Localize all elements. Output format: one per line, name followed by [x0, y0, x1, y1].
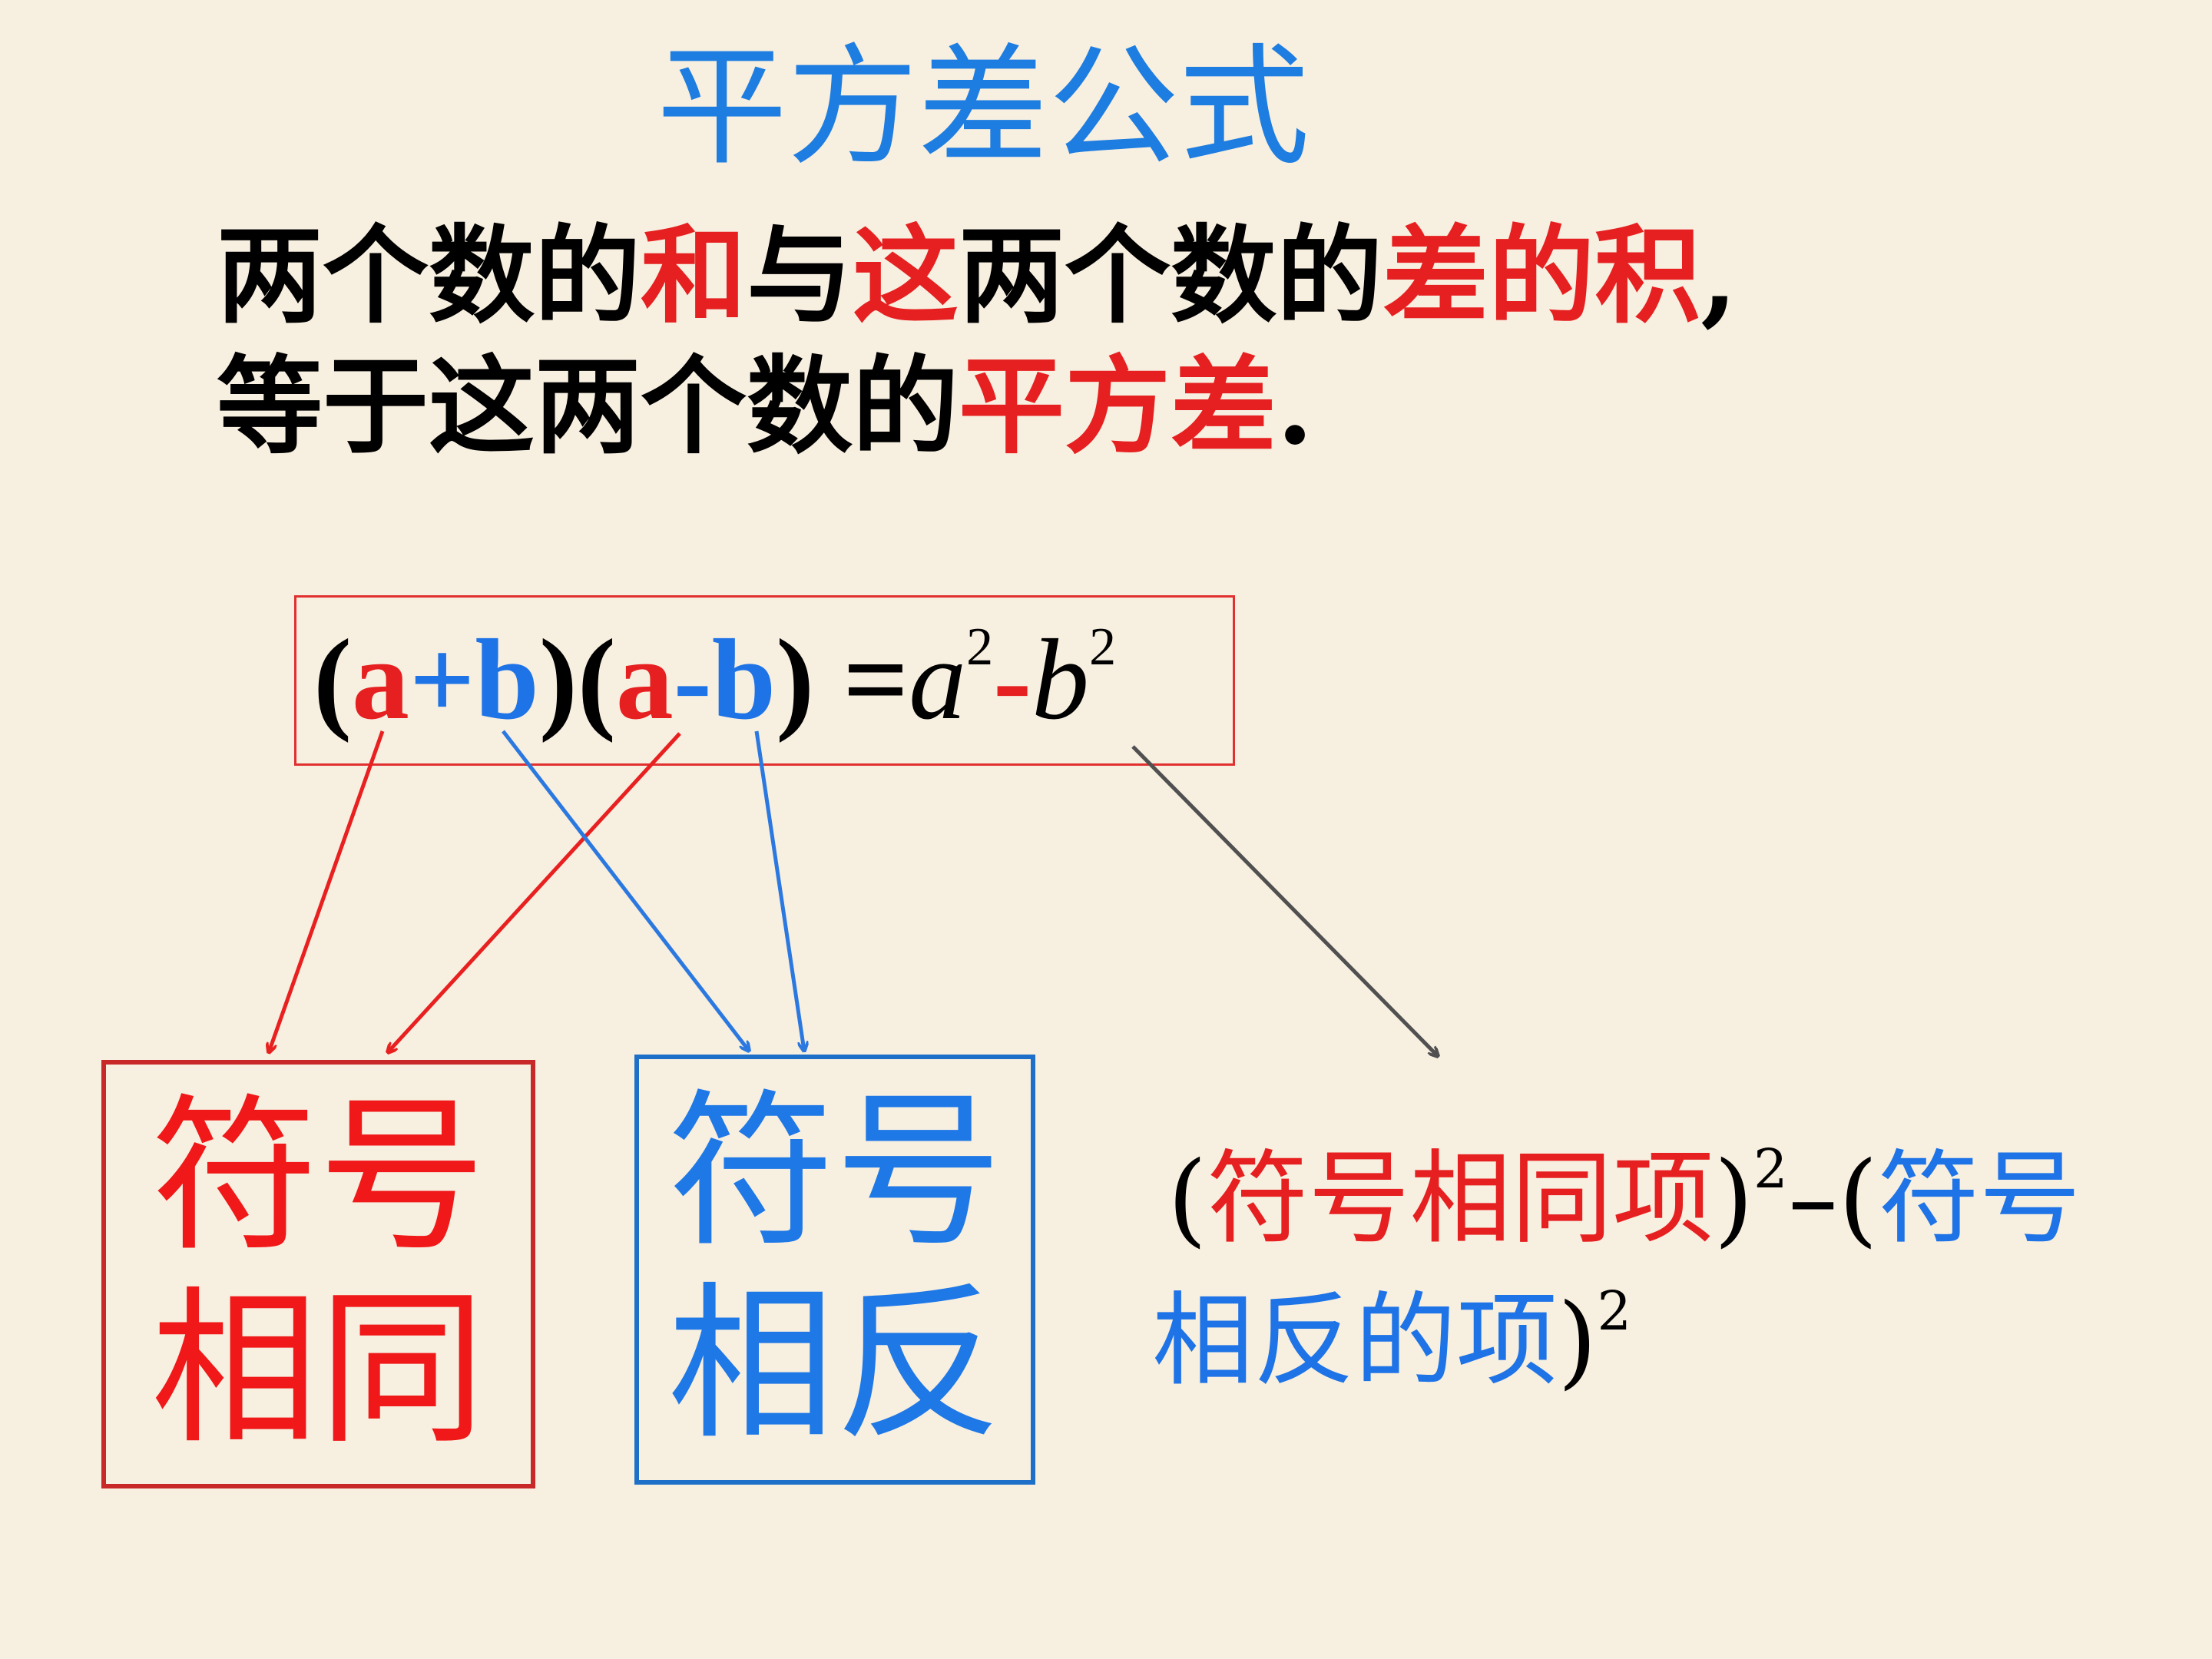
def-seg-these: 这 — [853, 213, 959, 338]
box-opp-line1: 符号 — [667, 1075, 1002, 1270]
arrow-a1-to-same — [269, 730, 385, 1052]
def-seg: 两个数的 — [959, 213, 1383, 338]
term-a: a — [615, 616, 674, 743]
term-opp-part2: 相反的项 — [1152, 1282, 1558, 1400]
plus-sign: + — [409, 616, 475, 743]
term-same: 符号相同项 — [1207, 1140, 1714, 1258]
box-opp-line2: 相反 — [667, 1268, 1002, 1462]
def-seg: 两个数的 — [217, 213, 641, 338]
box-same-line1: 符号 — [151, 1080, 486, 1275]
box-same-sign: 符号 相同 — [101, 1060, 535, 1488]
result-line-1: (符号相同项)2–(符号 — [1167, 1142, 2081, 1250]
slide-title: 平方差公式 — [656, 31, 1310, 184]
paren: ) — [1714, 1140, 1754, 1258]
box-same-line2: 相同 — [151, 1273, 486, 1467]
term-b-squared: b — [1031, 616, 1090, 743]
def-seg-square-diff: 平方差 — [959, 343, 1277, 469]
term-a-squared: a — [909, 616, 967, 743]
paren: ( — [577, 616, 616, 743]
minus-sign: - — [993, 616, 1032, 743]
equals-sign: = — [814, 616, 909, 743]
exponent: 2 — [1753, 1137, 1788, 1200]
def-seg-comma: , — [1700, 213, 1738, 338]
def-seg-period: . — [1277, 343, 1314, 469]
arrow-result — [1131, 745, 1438, 1056]
minus-sign: - — [673, 616, 712, 743]
def-seg-sum: 和 — [641, 213, 747, 338]
exponent: 2 — [1089, 618, 1117, 677]
paren: ( — [1838, 1140, 1879, 1258]
paren: ( — [1167, 1140, 1207, 1258]
def-seg-diff-product: 差的积 — [1382, 213, 1701, 338]
term-opp-part1: 符号 — [1878, 1140, 2081, 1258]
term-a: a — [351, 616, 409, 743]
arrow-b2-to-opp — [754, 730, 804, 1051]
exponent: 2 — [1597, 1280, 1632, 1343]
minus-sign: – — [1787, 1140, 1839, 1258]
definition-line-1: 两个数的和与这两个数的差的积, — [217, 223, 1737, 329]
def-seg: 与 — [747, 213, 853, 338]
paren: ) — [538, 616, 578, 743]
box-opposite-sign: 符号 相反 — [634, 1055, 1035, 1485]
paren: ) — [776, 616, 815, 743]
term-b: b — [475, 616, 539, 743]
paren: ) — [1558, 1282, 1598, 1400]
formula-box — [294, 595, 1235, 766]
term-b: b — [711, 616, 777, 743]
paren: ( — [313, 616, 352, 743]
definition-line-2: 等于这两个数的平方差. — [217, 353, 1313, 459]
arrow-a2-to-same — [388, 732, 681, 1052]
def-seg: 等于这两个数的 — [217, 343, 959, 469]
result-line-2: 相反的项)2 — [1152, 1284, 1631, 1392]
formula: (a+b)(a-b) =a2-b2 — [313, 621, 1116, 738]
arrow-b1-to-opp — [502, 730, 749, 1051]
exponent: 2 — [966, 618, 994, 677]
